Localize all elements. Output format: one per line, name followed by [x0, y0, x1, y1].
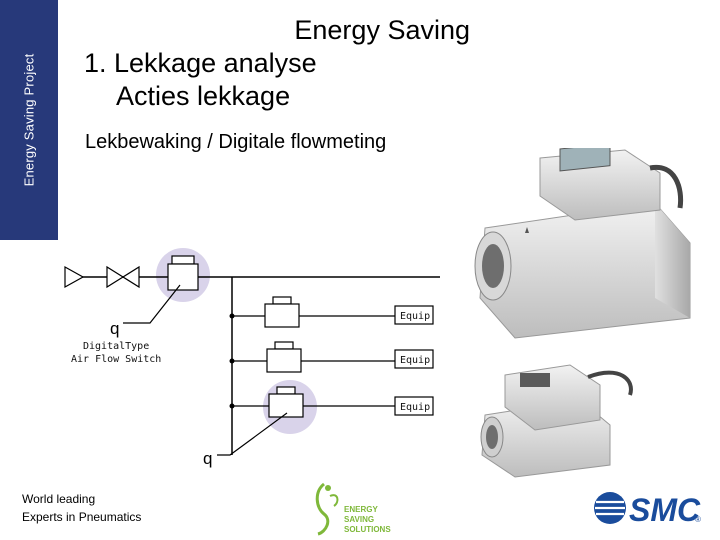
smc-registered-mark: ® — [695, 515, 701, 524]
subtitle: Lekbewaking / Digitale flowmeting — [85, 131, 386, 154]
switch-label-1: DigitalType — [83, 341, 149, 352]
page-title: Energy Saving 1. Lekkage analyse Acties … — [78, 14, 478, 113]
flow-switch-2 — [275, 342, 293, 349]
equip-label-1: Equip — [400, 311, 430, 322]
q-label-bottom: q — [203, 449, 212, 468]
es-logo-line-2: SAVING — [344, 515, 374, 524]
switch-label-2: Air Flow Switch — [71, 354, 161, 365]
energy-saving-solutions-logo: ENERGY SAVING SOLUTIONS — [312, 478, 407, 538]
title-line-3: Acties lekkage — [78, 80, 478, 113]
footer-tagline: World leading Experts in Pneumatics — [22, 490, 141, 526]
footer-line-1: World leading — [22, 490, 141, 508]
equip-label-3: Equip — [400, 402, 430, 413]
flow-switch-3 — [277, 387, 295, 394]
smc-logo-text: SMC — [629, 492, 701, 528]
es-logo-line-1: ENERGY — [344, 505, 378, 514]
flow-switch-1 — [273, 297, 291, 304]
inlet-arrow-icon — [65, 267, 83, 287]
flow-sensor-large-image — [455, 148, 695, 348]
smc-logo: SMC ® — [592, 488, 707, 528]
title-line-2: 1. Lekkage analyse — [78, 47, 478, 80]
sidebar-label: Energy Saving Project — [22, 54, 37, 187]
sidebar-band: Energy Saving Project — [0, 0, 58, 240]
piping-diagram: Equip Equip Equip q q DigitalType Air Fl… — [55, 230, 445, 470]
title-line-1: Energy Saving — [78, 14, 478, 47]
q-label-top: q — [110, 319, 119, 338]
es-logo-line-3: SOLUTIONS — [344, 525, 391, 534]
footer-line-2: Experts in Pneumatics — [22, 508, 141, 526]
valve-icon — [107, 267, 123, 287]
flow-sensor-small-image — [470, 355, 640, 480]
flow-switch-main — [172, 256, 194, 264]
equip-label-2: Equip — [400, 355, 430, 366]
